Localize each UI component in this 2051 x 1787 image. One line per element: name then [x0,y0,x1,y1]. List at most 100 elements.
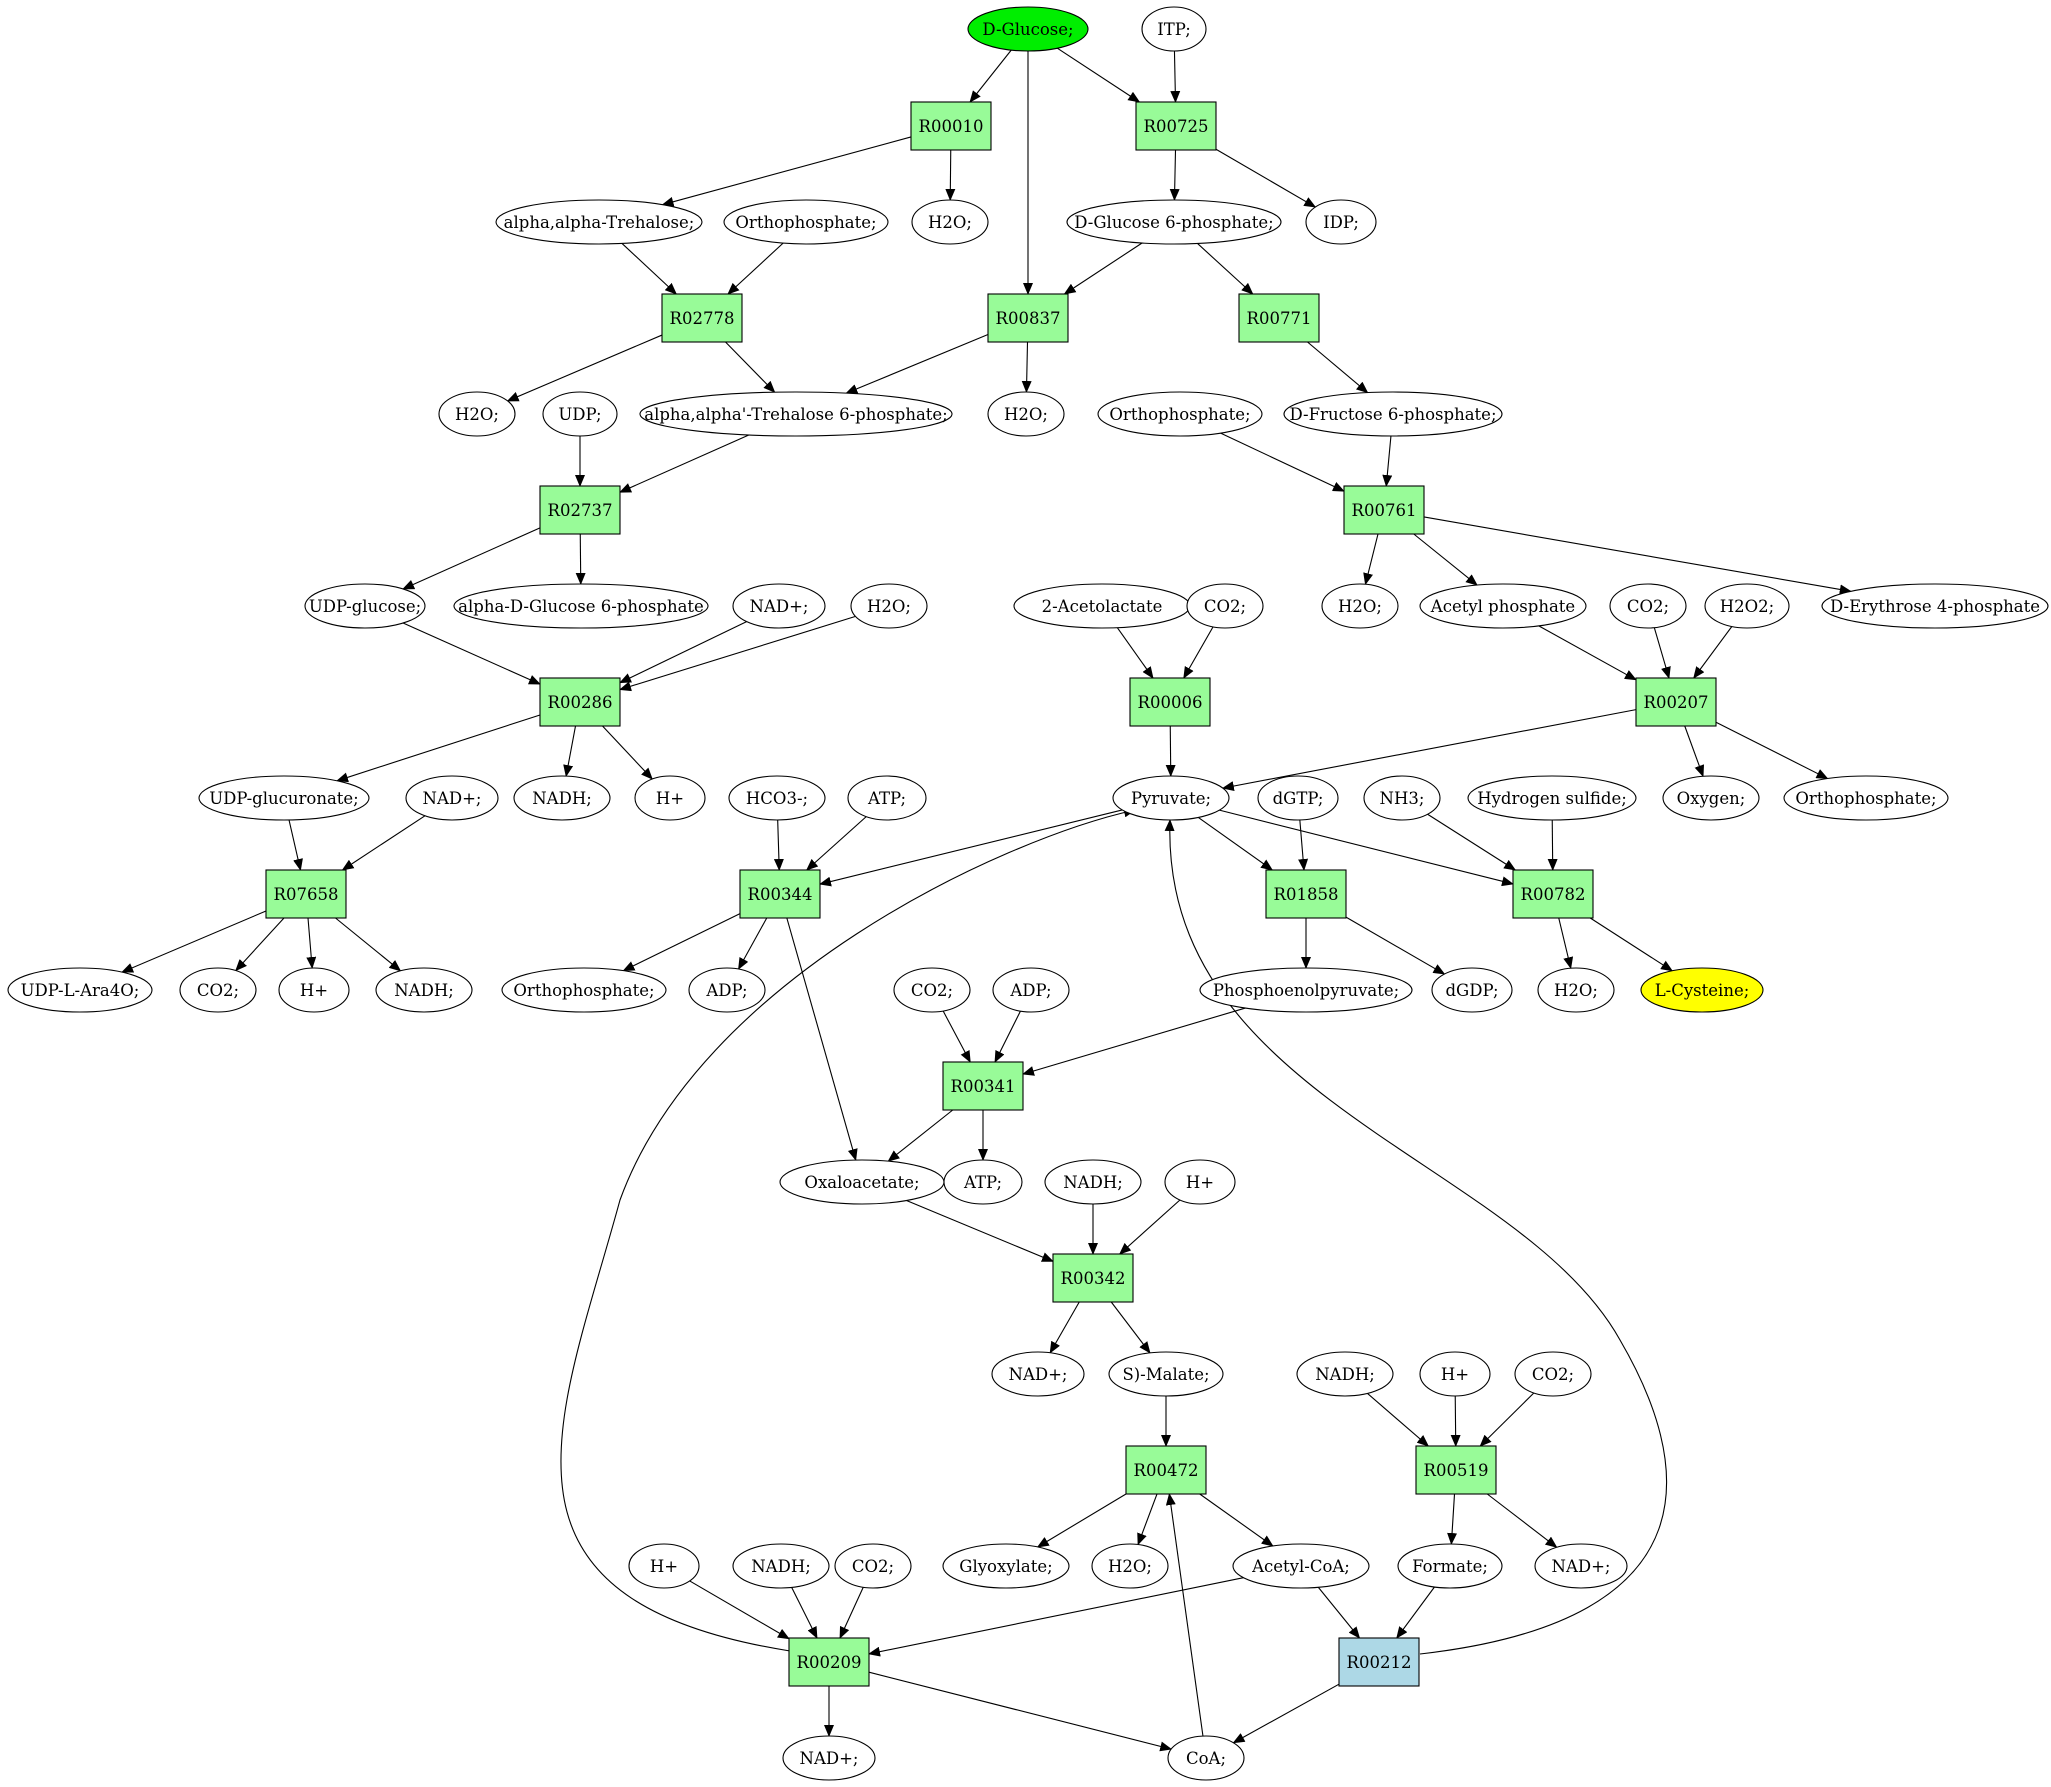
metabolite-node-dglucose[interactable]: D-Glucose; [967,6,1089,52]
metabolite-node-smalate[interactable]: S)-Malate; [1108,1351,1224,1397]
metabolite-node-h2o_1[interactable]: H2O; [911,199,989,245]
metabolite-node-h2o_6[interactable]: H2O; [1537,967,1615,1013]
node-label: R00519 [1424,1461,1489,1480]
node-label: H+ [650,1557,678,1576]
reaction-node-r00286[interactable]: R00286 [539,677,621,727]
reaction-node-r00010[interactable]: R00010 [910,101,992,151]
metabolite-ellipse [1640,967,1764,1013]
metabolite-node-hplus_1[interactable]: H+ [634,775,706,821]
metabolite-node-co2_6[interactable]: CO2; [834,1543,912,1589]
metabolite-node-adp_2[interactable]: ADP; [992,967,1070,1013]
metabolite-node-g6p[interactable]: D-Glucose 6-phosphate; [1066,199,1282,245]
reaction-node-r00519[interactable]: R00519 [1415,1445,1497,1495]
metabolite-node-e4p[interactable]: D-Erythrose 4-phosphate [1821,583,2049,629]
metabolite-node-acetylphosphate[interactable]: Acetyl phosphate [1419,583,1587,629]
metabolite-node-oxygen[interactable]: Oxygen; [1662,775,1760,821]
reaction-node-r00725[interactable]: R00725 [1135,101,1217,151]
metabolite-node-hplus_5[interactable]: H+ [628,1543,700,1589]
metabolite-node-nadp_2[interactable]: NAD+; [405,775,499,821]
reaction-node-r00209[interactable]: R00209 [788,1637,870,1687]
node-label: UDP-glucose; [309,597,421,616]
metabolite-node-hplus_4[interactable]: H+ [1419,1351,1491,1397]
metabolite-node-coa[interactable]: CoA; [1167,1735,1245,1781]
metabolite-node-h2o_7[interactable]: H2O; [1091,1543,1169,1589]
metabolite-node-co2_4[interactable]: CO2; [893,967,971,1013]
metabolite-node-atp_2[interactable]: ATP; [943,1159,1023,1205]
metabolite-node-co2_1[interactable]: CO2; [1186,583,1264,629]
reaction-node-r07658[interactable]: R07658 [265,869,347,919]
metabolite-node-lcysteine[interactable]: L-Cysteine; [1640,967,1764,1013]
metabolite-node-nadh_3[interactable]: NADH; [1044,1159,1142,1205]
reaction-node-r00761[interactable]: R00761 [1343,485,1425,535]
metabolite-node-h2o_5[interactable]: H2O; [1321,583,1399,629]
metabolite-node-pep[interactable]: Phosphoenolpyruvate; [1199,967,1413,1013]
metabolite-node-h2o_2[interactable]: H2O; [438,391,516,437]
edge-dglucose-r00010 [969,49,1012,103]
metabolite-node-oxaloacetate[interactable]: Oxaloacetate; [779,1159,945,1205]
metabolite-node-udp[interactable]: UDP; [542,391,618,437]
metabolite-node-orthophosphate_4[interactable]: Orthophosphate; [501,967,667,1013]
node-label: NAD+; [1009,1365,1068,1384]
metabolite-node-nadh_2[interactable]: NADH; [375,967,473,1013]
node-label: L-Cysteine; [1655,981,1750,1000]
metabolite-node-hplus_3[interactable]: H+ [1164,1159,1236,1205]
metabolite-node-pyruvate[interactable]: Pyruvate; [1112,775,1230,821]
metabolite-node-hplus_2[interactable]: H+ [278,967,350,1013]
reaction-node-r00344[interactable]: R00344 [739,869,821,919]
metabolite-node-itp[interactable]: ITP; [1141,6,1207,52]
reaction-node-r00472[interactable]: R00472 [1125,1445,1207,1495]
metabolite-ellipse [1186,583,1264,629]
metabolite-node-adp_1[interactable]: ADP; [688,967,766,1013]
metabolite-node-co2_5[interactable]: CO2; [1514,1351,1592,1397]
metabolite-node-nadp_3[interactable]: NAD+; [991,1351,1085,1397]
reaction-node-r01858[interactable]: R01858 [1265,869,1347,919]
metabolite-node-acetolactate[interactable]: 2-Acetolactate [1013,583,1191,629]
metabolite-node-f6p[interactable]: D-Fructose 6-phosphate; [1283,391,1503,437]
metabolite-node-h2o2[interactable]: H2O2; [1704,583,1790,629]
metabolite-node-t6p[interactable]: alpha,alpha'-Trehalose 6-phosphate; [639,391,953,437]
metabolite-node-nadh_4[interactable]: NADH; [1296,1351,1394,1397]
metabolite-node-co2_2[interactable]: CO2; [1609,583,1687,629]
metabolite-node-udplara4o[interactable]: UDP-L-Ara4O; [7,967,153,1013]
metabolite-node-nadh_5[interactable]: NADH; [732,1543,830,1589]
metabolite-node-glyoxylate[interactable]: Glyoxylate; [942,1543,1070,1589]
metabolite-node-trehalose[interactable]: alpha,alpha-Trehalose; [495,199,703,245]
metabolite-node-orthophosphate_2[interactable]: Orthophosphate; [1097,391,1263,437]
reaction-node-r00782[interactable]: R00782 [1512,869,1594,919]
reaction-node-r00006[interactable]: R00006 [1129,677,1211,727]
edge-r01858-dgdp [1345,916,1446,975]
reaction-node-r02778[interactable]: R02778 [661,293,743,343]
reaction-node-r00341[interactable]: R00341 [942,1061,1024,1111]
metabolite-node-co2_3[interactable]: CO2; [179,967,257,1013]
reaction-box [1415,1445,1497,1495]
reaction-node-r00771[interactable]: R00771 [1238,293,1320,343]
metabolite-node-nh3[interactable]: NH3; [1363,775,1441,821]
metabolite-node-acetylcoa[interactable]: Acetyl-CoA; [1232,1543,1370,1589]
metabolite-node-udpglucuronate[interactable]: UDP-glucuronate; [198,775,370,821]
metabolite-node-nadp_1[interactable]: NAD+; [732,583,826,629]
metabolite-node-orthophosphate_1[interactable]: Orthophosphate; [723,199,889,245]
metabolite-node-idp[interactable]: IDP; [1305,199,1377,245]
reaction-node-r00837[interactable]: R00837 [987,293,1069,343]
reaction-node-r00212[interactable]: R00212 [1338,1637,1420,1687]
metabolite-node-orthophosphate_3[interactable]: Orthophosphate; [1783,775,1949,821]
metabolite-node-hco3[interactable]: HCO3-; [728,775,826,821]
metabolite-node-adg6p[interactable]: alpha-D-Glucose 6-phosphate [453,583,709,629]
metabolite-node-formate[interactable]: Formate; [1397,1543,1503,1589]
metabolite-node-atp_1[interactable]: ATP; [847,775,927,821]
metabolite-node-nadh_1[interactable]: NADH; [513,775,611,821]
metabolite-node-h2o_4[interactable]: H2O; [850,583,928,629]
reaction-node-r02737[interactable]: R02737 [539,485,621,535]
reaction-node-r00207[interactable]: R00207 [1635,677,1717,727]
edge-r00519-formate [1447,1493,1458,1546]
metabolite-ellipse [1609,583,1687,629]
metabolite-node-udpglucose[interactable]: UDP-glucose; [304,583,426,629]
metabolite-node-dgdp[interactable]: dGDP; [1431,967,1513,1013]
reaction-node-r00342[interactable]: R00342 [1052,1253,1134,1303]
metabolite-node-nadp_5[interactable]: NAD+; [782,1735,876,1781]
metabolite-ellipse [1534,1543,1628,1589]
metabolite-node-h2s[interactable]: Hydrogen sulfide; [1467,775,1637,821]
metabolite-node-dgtp[interactable]: dGTP; [1257,775,1339,821]
metabolite-node-h2o_3[interactable]: H2O; [987,391,1065,437]
metabolite-node-nadp_4[interactable]: NAD+; [1534,1543,1628,1589]
